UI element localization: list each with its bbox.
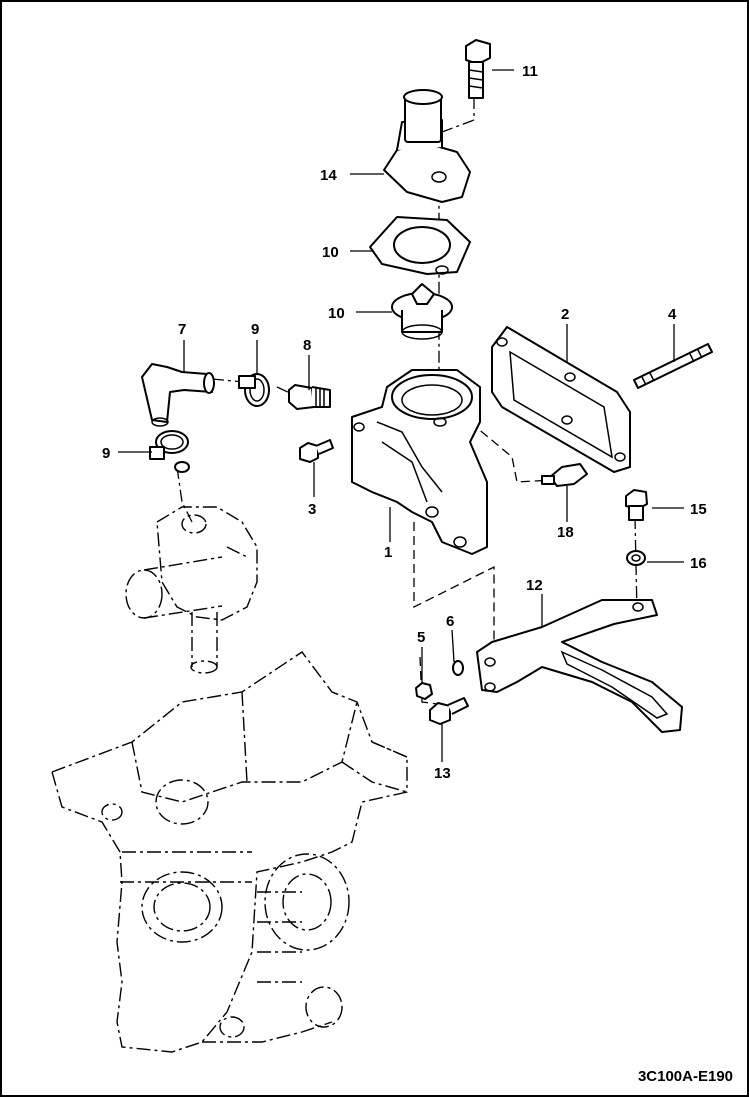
callout-10: 10 bbox=[328, 305, 345, 322]
gasket-11 bbox=[369, 216, 471, 275]
fitting-7 bbox=[288, 384, 331, 410]
callout-9-lower: 9 bbox=[102, 445, 110, 462]
washer-6 bbox=[452, 660, 464, 676]
callout-17: 16 bbox=[690, 555, 707, 572]
nut-5 bbox=[415, 682, 433, 700]
callout-4: 4 bbox=[668, 306, 677, 323]
washer-17 bbox=[626, 550, 646, 566]
callout-2: 2 bbox=[561, 306, 569, 323]
engine-block-phantom bbox=[51, 651, 408, 1053]
callout-15: 14 bbox=[320, 167, 337, 184]
thermostat-10 bbox=[391, 283, 453, 340]
callout-8: 7 bbox=[178, 321, 186, 338]
stud-4 bbox=[633, 343, 713, 389]
callout-18: 18 bbox=[557, 524, 574, 541]
leader-lines bbox=[118, 69, 684, 762]
gasket-2 bbox=[491, 326, 631, 473]
callout-14: 13 bbox=[434, 765, 451, 782]
callout-5: 5 bbox=[417, 629, 425, 646]
bolt-3 bbox=[299, 439, 334, 463]
callout-13: 12 bbox=[526, 577, 543, 594]
water-pump-phantom bbox=[125, 506, 258, 674]
callout-labels: 11 14 10 10 2 4 7 9 8 9 3 1 18 15 16 12 … bbox=[102, 63, 707, 782]
callout-1: 1 bbox=[384, 544, 392, 561]
thermostat-housing-1 bbox=[351, 369, 488, 555]
callout-16: 15 bbox=[690, 501, 707, 518]
callout-3: 3 bbox=[308, 501, 316, 518]
callout-9-upper: 9 bbox=[251, 321, 259, 338]
drawing-code: 3C100A-E190 bbox=[637, 1068, 733, 1085]
thermostat-cover-15 bbox=[383, 89, 471, 203]
temp-sensor-18 bbox=[541, 463, 588, 487]
bolt-14 bbox=[429, 697, 469, 725]
hose-8 bbox=[141, 363, 215, 427]
bolt-12 bbox=[465, 39, 491, 99]
callout-6: 6 bbox=[446, 613, 454, 630]
callout-12: 11 bbox=[522, 63, 538, 80]
bracket-13 bbox=[476, 599, 683, 733]
clamp-9-lower bbox=[149, 430, 190, 473]
plug-16 bbox=[625, 489, 648, 521]
clamp-9-upper bbox=[238, 373, 270, 407]
callout-11: 10 bbox=[322, 244, 339, 261]
callout-7: 8 bbox=[303, 337, 311, 354]
